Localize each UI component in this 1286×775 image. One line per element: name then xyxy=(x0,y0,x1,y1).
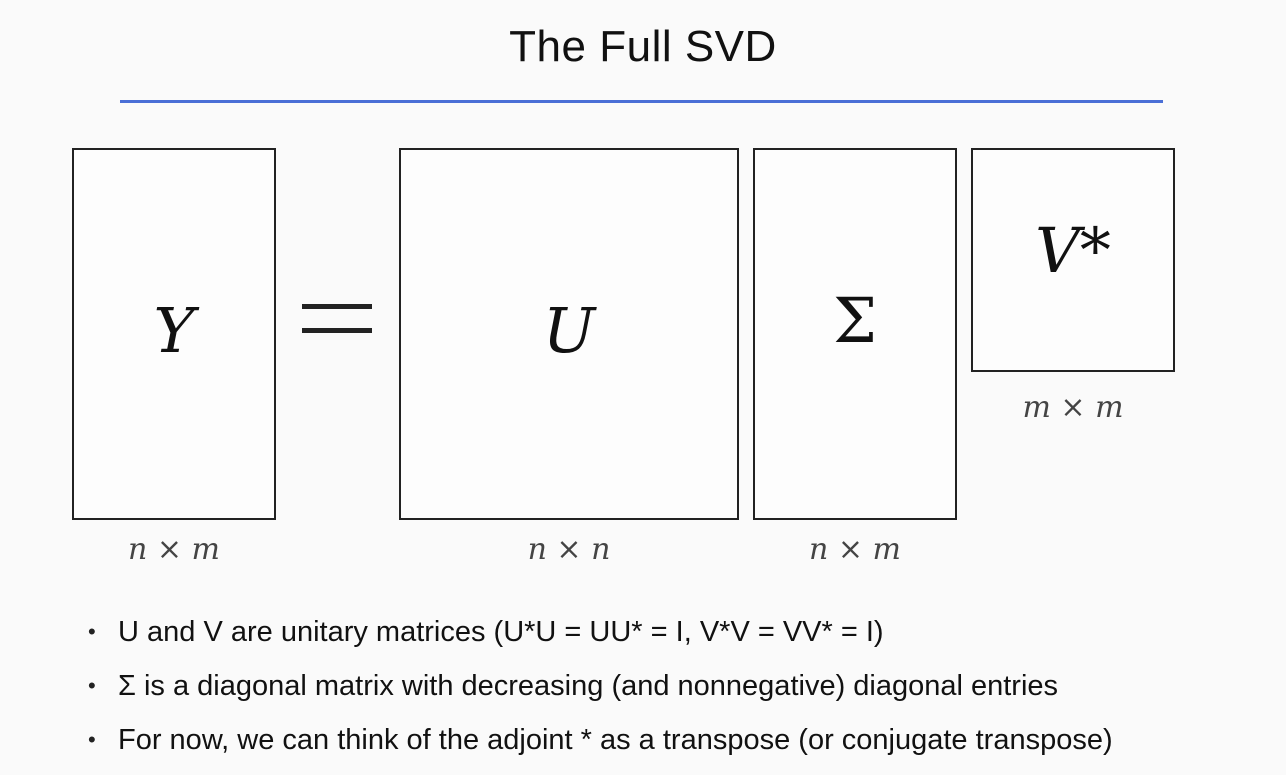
bullet-dot-icon: • xyxy=(88,619,96,644)
matrix-y-symbol: Y xyxy=(153,294,195,367)
bullet-dot-icon: • xyxy=(88,673,96,698)
matrix-y-box: Y xyxy=(72,148,276,520)
matrix-y-dims: n × m xyxy=(128,532,220,567)
bullet-text: U and V are unitary matrices (U*U = UU* … xyxy=(118,616,884,648)
matrix-vstar-dims: m × m xyxy=(1022,390,1124,425)
bullet-text: For now, we can think of the adjoint * a… xyxy=(118,724,1113,756)
bullet-list: • U and V are unitary matrices (U*U = UU… xyxy=(88,605,1268,767)
title-rule xyxy=(120,100,1163,103)
matrix-sigma-symbol: Σ xyxy=(833,284,877,357)
matrix-sigma-box: Σ xyxy=(753,148,957,520)
matrix-sigma-dims: n × m xyxy=(809,532,901,567)
matrix-u-box: U xyxy=(399,148,739,520)
matrix-vstar-box: V* xyxy=(971,148,1175,372)
matrix-u-dims: n × n xyxy=(527,532,611,567)
slide-title: The Full SVD xyxy=(509,22,777,71)
bullet-item: • Σ is a diagonal matrix with decreasing… xyxy=(88,659,1268,713)
equals-icon xyxy=(302,298,372,340)
matrix-u-symbol: U xyxy=(542,294,596,367)
bullet-item: • For now, we can think of the adjoint *… xyxy=(88,713,1268,767)
bullet-dot-icon: • xyxy=(88,727,96,752)
bullet-text: Σ is a diagonal matrix with decreasing (… xyxy=(118,670,1059,702)
matrix-vstar-symbol: V* xyxy=(1035,214,1111,287)
bullet-item: • U and V are unitary matrices (U*U = UU… xyxy=(88,605,1268,659)
